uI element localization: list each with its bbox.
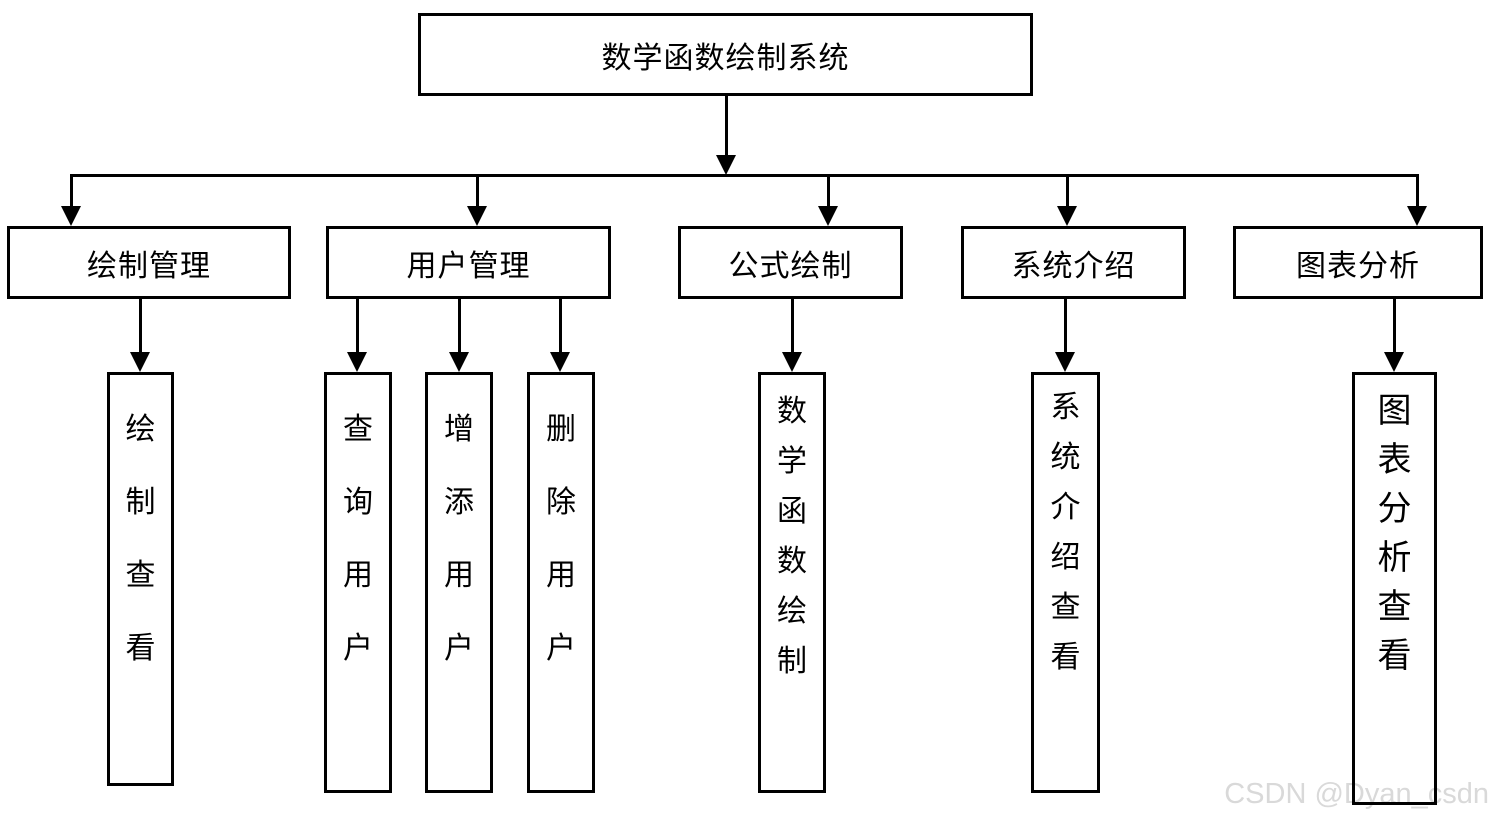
connector-drop-formula-draw <box>827 176 830 208</box>
arrowhead-intro-view <box>1055 352 1075 372</box>
connector-intro-view <box>1064 299 1067 354</box>
node-chart-analysis-view: 图表分析查看 <box>1352 372 1437 805</box>
connector-chart-view <box>1393 299 1396 354</box>
arrowhead-math-func-draw <box>782 352 802 372</box>
arrowhead-formula-draw <box>818 206 838 226</box>
connector-draw-view <box>139 299 142 354</box>
node-system-intro-view: 系统介绍查看 <box>1031 372 1100 793</box>
arrowhead-root <box>716 155 736 175</box>
arrowhead-chart-view <box>1384 352 1404 372</box>
node-draw-view-label: 绘制查看 <box>125 413 156 665</box>
node-query-user-label: 查询用户 <box>343 413 373 665</box>
node-chart-analysis: 图表分析 <box>1233 226 1483 299</box>
node-user-management: 用户管理 <box>326 226 611 299</box>
arrowhead-draw-view <box>130 352 150 372</box>
node-draw-view: 绘制查看 <box>107 372 174 786</box>
connector-query-user <box>356 299 359 354</box>
connector-drop-chart-analysis <box>1416 176 1419 208</box>
node-delete-user-label: 删除用户 <box>546 413 576 665</box>
node-chart-analysis-view-label: 图表分析查看 <box>1377 393 1412 675</box>
node-root-system: 数学函数绘制系统 <box>418 13 1033 96</box>
arrowhead-chart-analysis <box>1407 206 1427 226</box>
node-system-intro-view-label: 系统介绍查看 <box>1050 391 1081 674</box>
node-chart-analysis-label: 图表分析 <box>1296 249 1420 283</box>
node-draw-management: 绘制管理 <box>7 226 291 299</box>
connector-delete-user <box>559 299 562 354</box>
node-draw-management-label: 绘制管理 <box>87 249 211 283</box>
arrowhead-query-user <box>347 352 367 372</box>
arrowhead-delete-user <box>550 352 570 372</box>
connector-drop-user-mgmt <box>476 176 479 208</box>
node-user-management-label: 用户管理 <box>406 249 531 283</box>
connector-math-func-draw <box>791 299 794 354</box>
arrowhead-draw-mgmt <box>61 206 81 226</box>
node-query-user: 查询用户 <box>324 372 392 793</box>
arrowhead-system-intro <box>1057 206 1077 226</box>
node-system-introduction-label: 系统介绍 <box>1011 249 1136 283</box>
connector-add-user <box>458 299 461 354</box>
node-math-function-drawing-label: 数学函数绘制 <box>777 395 807 678</box>
node-add-user-label: 增添用户 <box>444 413 474 665</box>
node-system-introduction: 系统介绍 <box>961 226 1186 299</box>
connector-drop-system-intro <box>1066 176 1069 208</box>
arrowhead-user-mgmt <box>467 206 487 226</box>
connector-distribution-line <box>70 174 1419 177</box>
connector-root-stem <box>725 96 728 157</box>
node-formula-drawing: 公式绘制 <box>678 226 903 299</box>
connector-drop-draw-mgmt <box>70 176 73 208</box>
node-root-label: 数学函数绘制系统 <box>601 41 850 75</box>
node-delete-user: 删除用户 <box>527 372 595 793</box>
node-formula-drawing-label: 公式绘制 <box>728 249 853 283</box>
arrowhead-add-user <box>449 352 469 372</box>
node-add-user: 增添用户 <box>425 372 493 793</box>
node-math-function-drawing: 数学函数绘制 <box>758 372 826 793</box>
